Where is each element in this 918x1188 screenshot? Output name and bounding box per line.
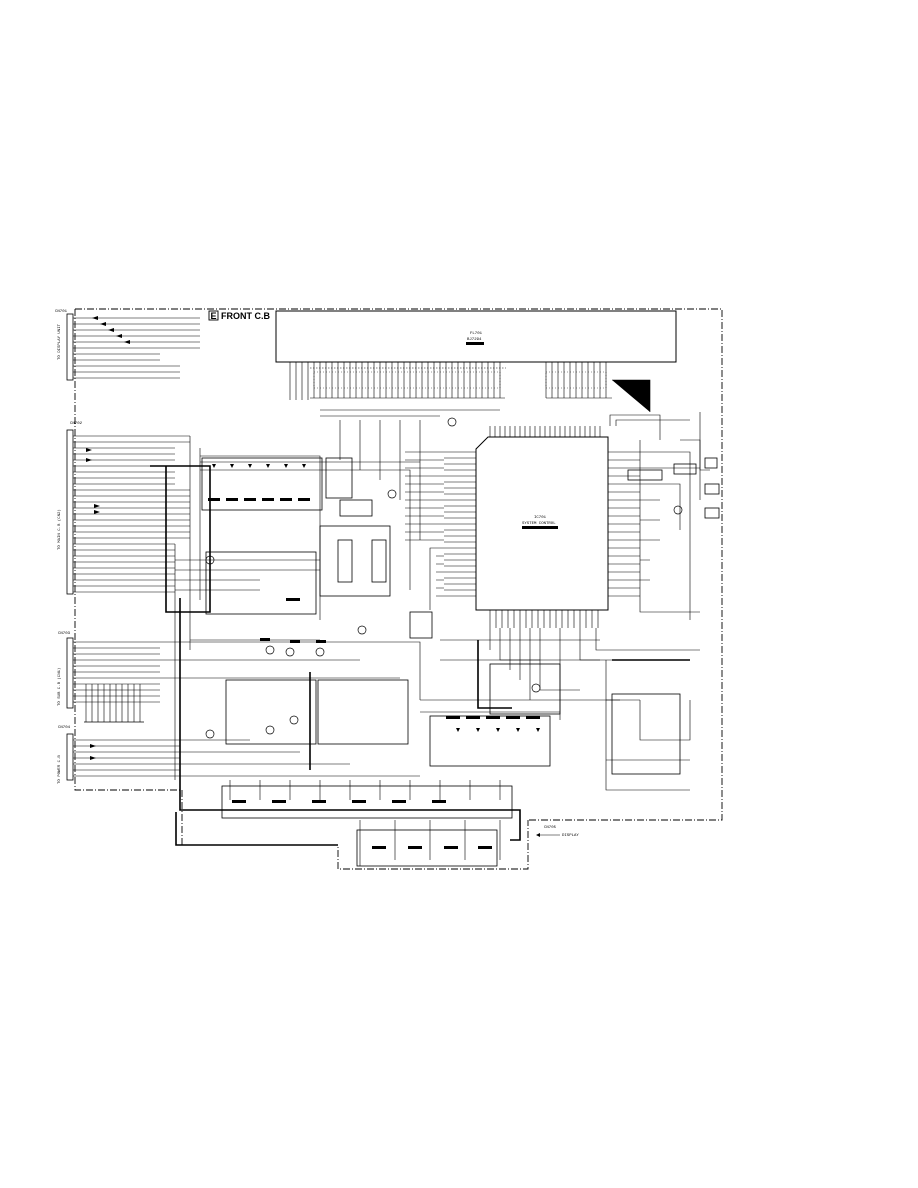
board-title: E FRONT C.B	[208, 310, 270, 321]
mcu-ref: IC701	[534, 516, 547, 520]
microcontroller-ic: IC701 SYSTEM CONTROL	[444, 426, 640, 628]
svg-text:TO POWER C.B: TO POWER C.B	[58, 755, 62, 784]
svg-text:TO SUB C.B (CN1): TO SUB C.B (CN1)	[57, 668, 62, 706]
mcu-part: SYSTEM CONTROL	[522, 522, 556, 526]
connector-mid-left: CN702 TO MAIN C.B (CN2)	[57, 422, 190, 595]
display-pins	[289, 362, 651, 412]
footer-connector: CN705	[544, 826, 557, 830]
display-ref: FL701	[470, 332, 483, 336]
svg-text:TO MAIN C.B (CN2): TO MAIN C.B (CN2)	[57, 509, 62, 550]
svg-text:TO DISPLAY UNIT: TO DISPLAY UNIT	[58, 323, 62, 360]
display-part: BJ7294	[467, 338, 482, 342]
connector-bottom-left: CN704 TO POWER C.B	[58, 726, 180, 784]
fluorescent-display: FL701 BJ7294	[275, 310, 677, 363]
component-marks	[208, 498, 540, 849]
connector-mid-left-ref: CN702	[70, 422, 83, 426]
board-title-text: FRONT C.B	[221, 311, 270, 321]
footer-arrow-note: DISPLAY	[562, 834, 579, 838]
board-marker: E	[211, 311, 217, 321]
connector-lower-left: CN703 TO SUB C.B (CN1)	[57, 632, 160, 723]
connector-top-left: CN701 TO DISPLAY UNIT	[55, 310, 200, 381]
transistors	[205, 417, 683, 739]
connector-top-left-ref: CN701	[55, 310, 68, 314]
board-outline	[74, 308, 723, 870]
connector-bottom-left-ref: CN704	[58, 726, 71, 730]
diodes	[212, 464, 540, 732]
display-pin-labels	[313, 371, 607, 389]
component-blocks	[201, 457, 720, 867]
footer-annotations: CN705 DISPLAY	[536, 826, 579, 838]
connector-lower-left-ref: CN703	[58, 632, 71, 636]
signal-wires	[160, 409, 710, 866]
